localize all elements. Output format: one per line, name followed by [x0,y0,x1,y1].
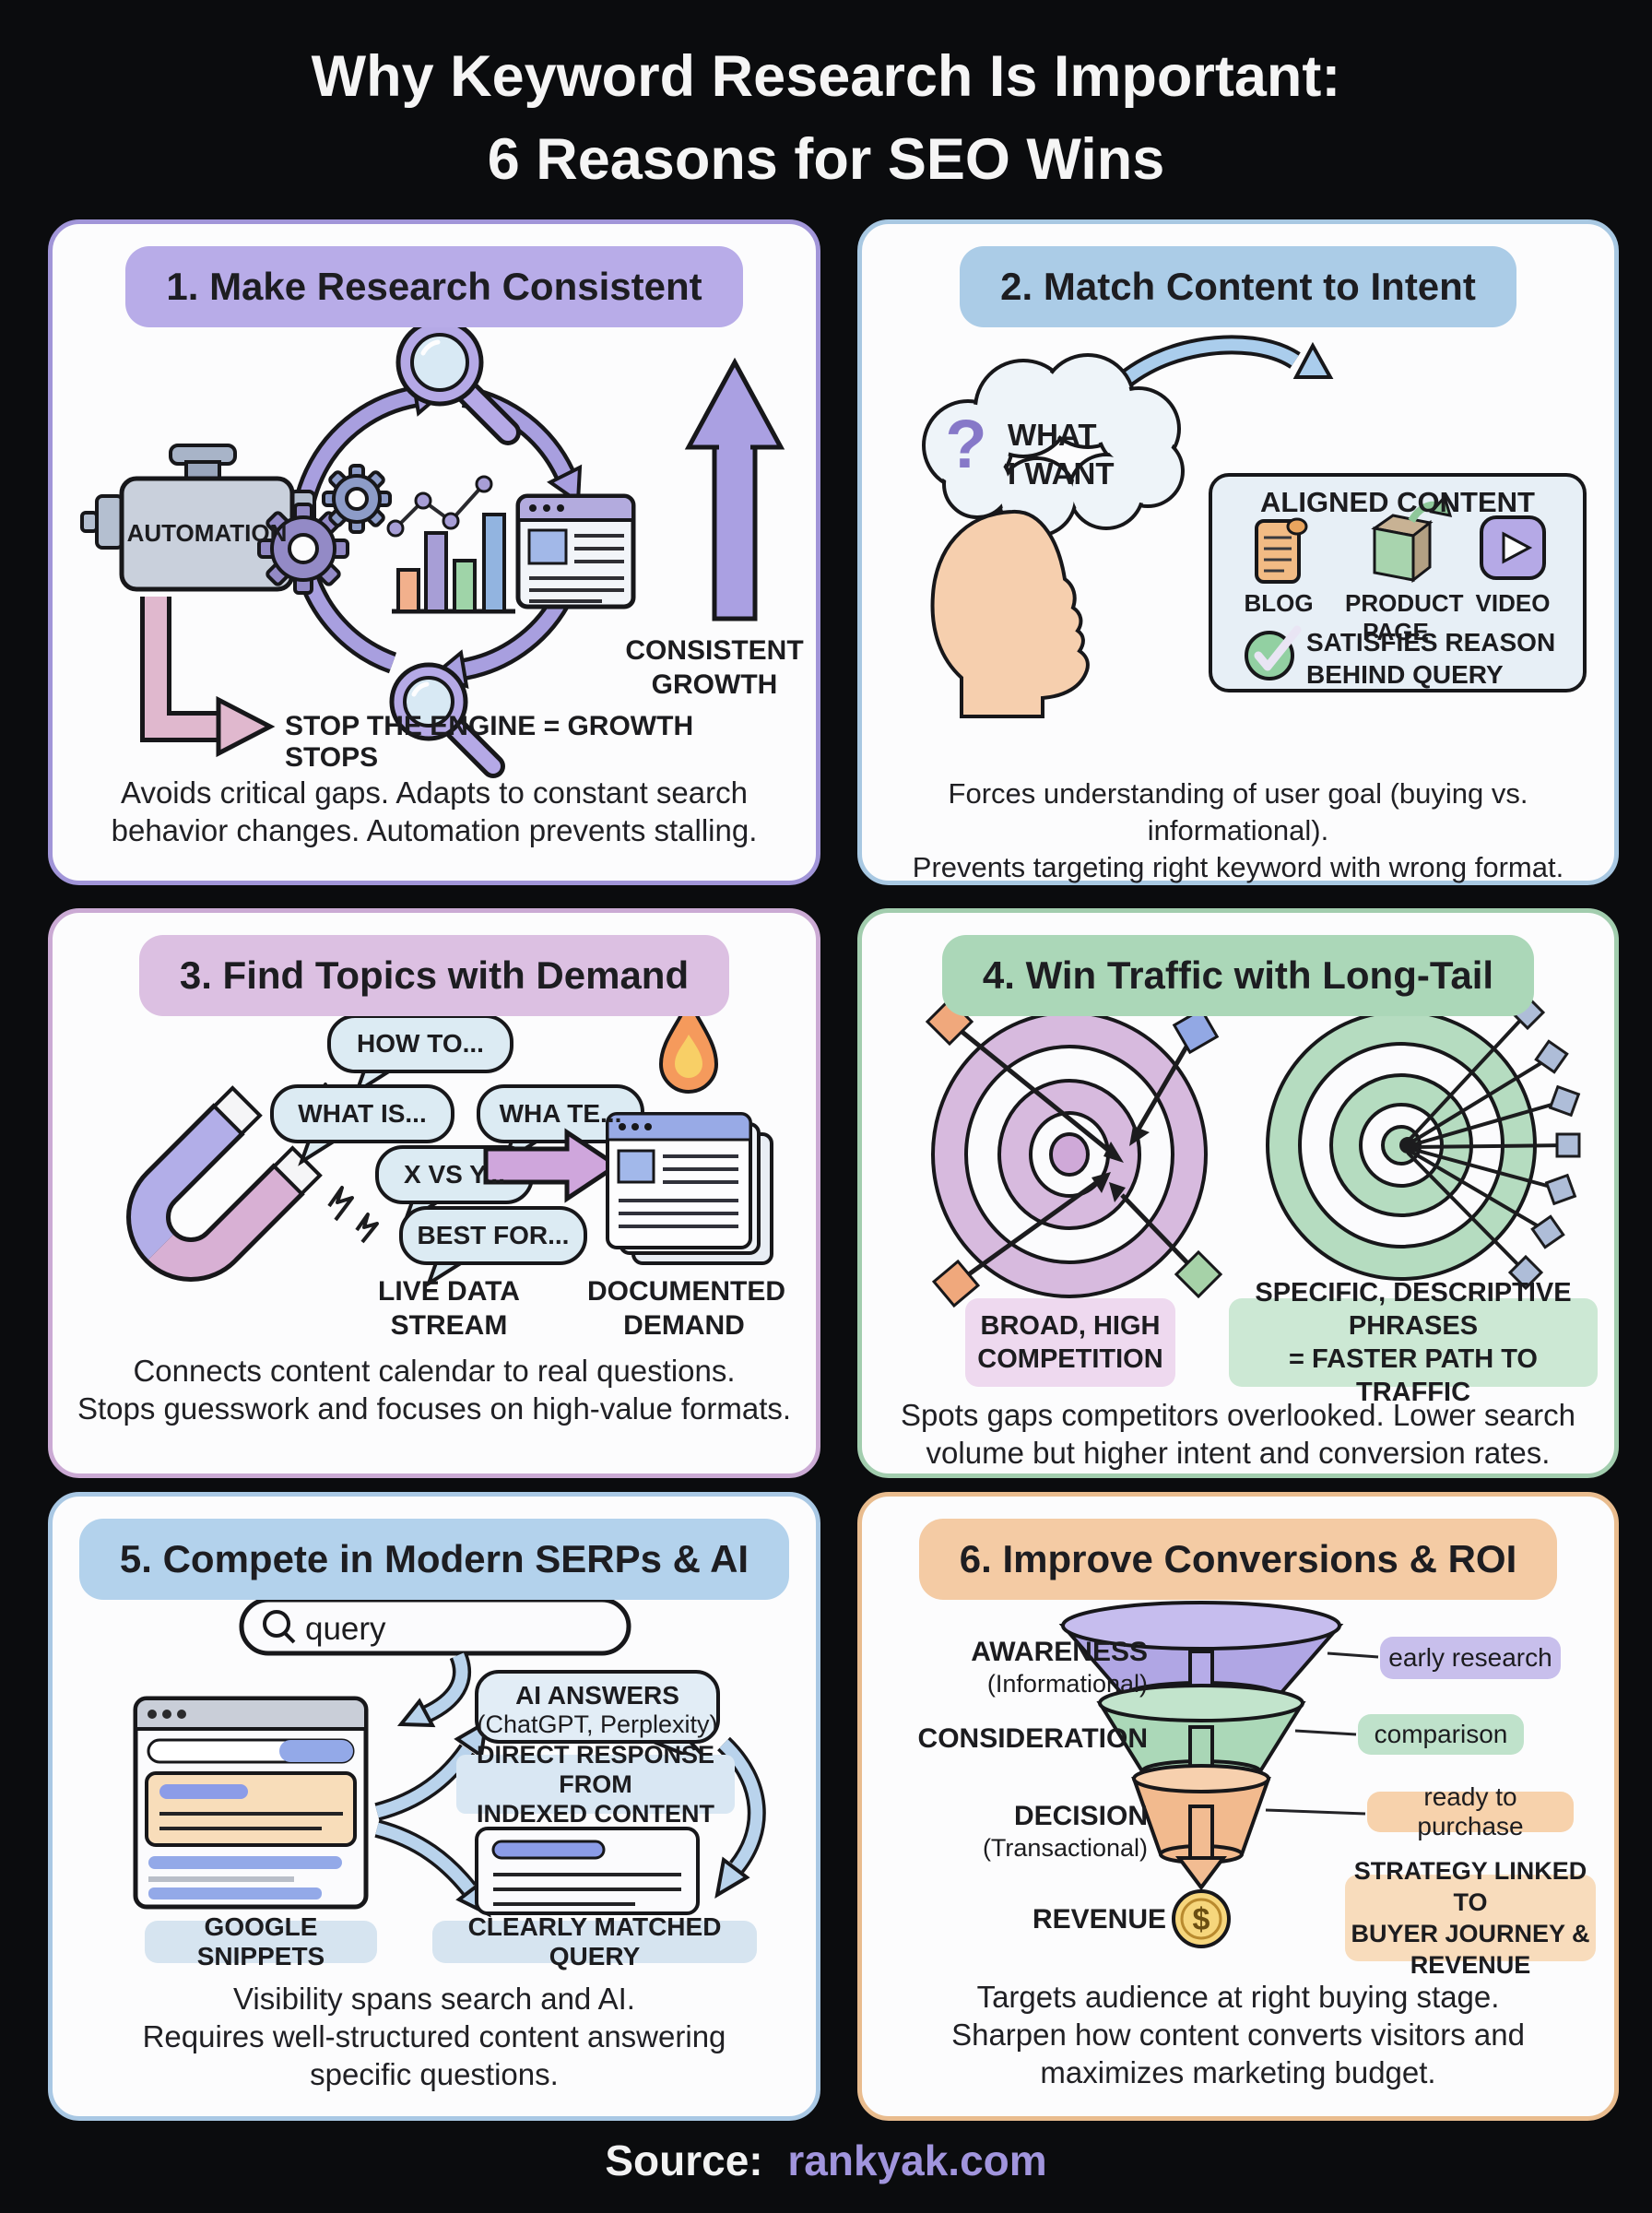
check-circle-icon [1245,625,1302,680]
panel-win-traffic-with-long-tail: 4. Win Traffic with Long-Tail BROAD, HIG… [857,908,1619,1478]
connector-line [1265,1651,1379,1816]
google-snippets-tag: GOOGLE SNIPPETS [145,1912,377,1970]
panel6-description: Targets audience at right buying stage. … [951,1980,1525,2089]
coin-icon: $ [1172,1889,1231,1948]
panel-improve-conversions-roi: $ 6. Improve Conversions & ROI AWARENESS… [857,1492,1619,2121]
stop-label: STOP THE ENGINE = GROWTH STOPS [285,711,694,773]
stage-consideration-label: CONSIDERATION [917,1723,1148,1754]
panel-find-topics-with-demand: 3. Find Topics with Demand HOW TO... WHA… [48,908,820,1478]
panel2-title: 2. Match Content to Intent [960,246,1516,327]
direct-response-label: DIRECT RESPONSE FROM INDEXED CONTENT [456,1741,735,1828]
search-bar [239,1597,631,1656]
stage-awareness-sub: (Informational) [986,1670,1148,1698]
stage-decision-label: DECISION [1013,1801,1148,1831]
engine-label: AUTOMATION [126,519,288,547]
stage-awareness-label: AWARENESS [971,1637,1148,1667]
growth-label: CONSISTENT GROWTH [625,635,804,700]
panel5-description: Visibility spans search and AI. Requires… [142,1982,726,2091]
ai-answers-sublabel: (ChatGPT, Perplexity) [477,1710,718,1738]
funnel-arrow-icon [1175,1805,1227,1891]
broad-competition-tag: BROAD, HIGH COMPETITION [965,1298,1175,1387]
magnet-icon [126,1085,323,1282]
bubble-how-to: HOW TO... [357,1029,484,1058]
panel1-title: 1. Make Research Consistent [125,246,743,327]
stage-revenue-label: REVENUE [1032,1904,1166,1935]
ready-to-purchase-pill: ready to purchase [1367,1782,1574,1840]
magnet-label: LIVE DATA STREAM [378,1276,520,1341]
docs-label: DOCUMENTED DEMAND [587,1276,785,1341]
matched-query-card [475,1827,700,1915]
ai-answers-bubble [475,1670,720,1768]
comparison-pill: comparison [1358,1714,1524,1755]
bubble-x-vs-y: X VS Y... [404,1160,505,1189]
ai-answers-label: AI ANSWERS [515,1681,679,1710]
page-title-line1: Why Keyword Research Is Important: [311,44,1341,109]
panel-compete-in-modern-serps-ai: 5. Compete in Modern SERPs & AI query AI… [48,1492,820,2121]
specific-phrases-tag: SPECIFIC, DESCRIPTIVE PHRASES = FASTER P… [1229,1278,1598,1407]
strategy-pill: STRATEGY LINKED TO BUYER JOURNEY & REVEN… [1345,1857,1596,1979]
panel-match-content-to-intent: 2. Match Content to Intent ? WHAT I WANT… [857,219,1619,885]
panel4-illustration [925,994,1581,1308]
bubble-whate: WHA TE... [499,1099,622,1128]
page-title-line2: 6 Reasons for SEO Wins [487,127,1165,192]
panel6-illustration: $ [1058,1601,1379,1948]
gear-icon [257,464,392,595]
browser-window-icon [515,493,636,609]
search-query-text[interactable]: query [305,1611,386,1647]
panel6-title: 6. Improve Conversions & ROI [918,1519,1558,1600]
growth-up-arrow-icon [684,357,785,621]
documents-icon [606,1112,773,1265]
serp-browser-icon [133,1696,369,1910]
aligned-content-box [1209,473,1587,692]
product-box-icon [1371,493,1453,584]
bar-chart-icon [386,475,515,614]
source-link[interactable]: rankyak.com [787,2136,1047,2184]
early-research-pill: early research [1380,1637,1561,1679]
panel4-description: Spots gaps competitors overlooked. Lower… [901,1398,1575,1470]
speech-bubble [270,1014,644,1288]
panel1-illustration [80,318,785,778]
panel1-description: Avoids critical gaps. Adapts to constant… [111,775,758,847]
source-label: Source: [605,2136,763,2184]
product-page-label: PRODUCT PAGE [1345,589,1464,645]
clearly-matched-query-tag: CLEARLY MATCHED QUERY [432,1912,757,1970]
panel5-illustration [133,1597,766,1918]
search-icon [263,1610,296,1644]
broad-target-icon [931,1011,1208,1298]
magnifier-icon [395,318,521,445]
video-play-icon [1480,515,1546,580]
stop-arrow-icon [140,597,276,758]
head-profile-icon [930,509,1090,718]
stage-decision-sub: (Transactional) [982,1834,1148,1862]
panel3-description: Connects content calendar to real questi… [77,1354,792,1426]
flame-icon [658,996,719,1094]
magnifier-icon [389,662,505,778]
question-mark: ? [945,406,987,482]
blog-label: BLOG [1244,589,1314,617]
bubble-what-is: WHAT IS... [298,1099,427,1128]
video-label: VIDEO [1475,589,1551,617]
aligned-content-title: ALIGNED CONTENT [1260,486,1535,518]
panel-make-research-consistent: 1. Make Research Consistent AUTOMATION C… [48,219,820,885]
thought-label: WHAT I WANT [1008,418,1115,491]
right-arrow-icon [483,1128,621,1203]
source-footer: Source: rankyak.com [0,2136,1652,2185]
dollar-symbol: $ [1193,1902,1210,1937]
panel3-illustration [126,996,773,1288]
snippet-card-icon [145,1771,357,1847]
blog-scroll-icon [1255,517,1308,584]
panel3-title: 3. Find Topics with Demand [138,935,730,1016]
panel2-illustration [922,335,1587,718]
page-title: Why Keyword Research Is Important: 6 Rea… [0,35,1652,201]
thought-cloud-icon [922,353,1185,569]
panel5-title: 5. Compete in Modern SERPs & AI [78,1519,790,1600]
panel4-title: 4. Win Traffic with Long-Tail [941,935,1535,1016]
check-label: SATISFIES REASON BEHIND QUERY [1306,628,1556,689]
hit-arrows-icon [1399,994,1581,1291]
panel2-description: Forces understanding of user goal (buyin… [912,777,1564,883]
bubble-best-for: BEST FOR... [417,1221,570,1249]
